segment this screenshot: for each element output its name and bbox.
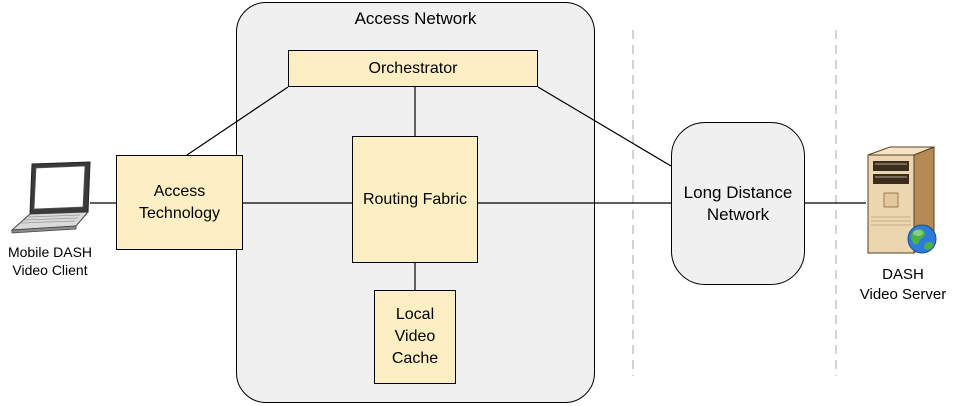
long-distance-network-label: Long Distance Network <box>683 182 793 224</box>
local-video-cache-box: Local Video Cache <box>374 290 456 384</box>
orchestrator-box: Orchestrator <box>288 50 538 87</box>
link-orchestrator-longdistance <box>537 86 672 167</box>
laptop-icon <box>10 161 91 234</box>
server-globe-icon <box>867 146 937 255</box>
routing-fabric-label: Routing Fabric <box>362 190 468 208</box>
server-label: DASH Video Server <box>859 266 947 303</box>
routing-fabric-box: Routing Fabric <box>352 136 478 263</box>
access-technology-box: Access Technology <box>116 155 243 250</box>
client-label: Mobile DASH Video Client <box>7 244 93 278</box>
access-network-title: Access Network <box>354 9 477 28</box>
link-orchestrator-access <box>186 86 289 156</box>
long-distance-network-box: Long Distance Network <box>671 122 805 285</box>
local-video-cache-label: Local Video Cache <box>391 306 439 367</box>
access-technology-label: Access Technology <box>139 182 220 222</box>
orchestrator-label: Orchestrator <box>368 59 458 77</box>
